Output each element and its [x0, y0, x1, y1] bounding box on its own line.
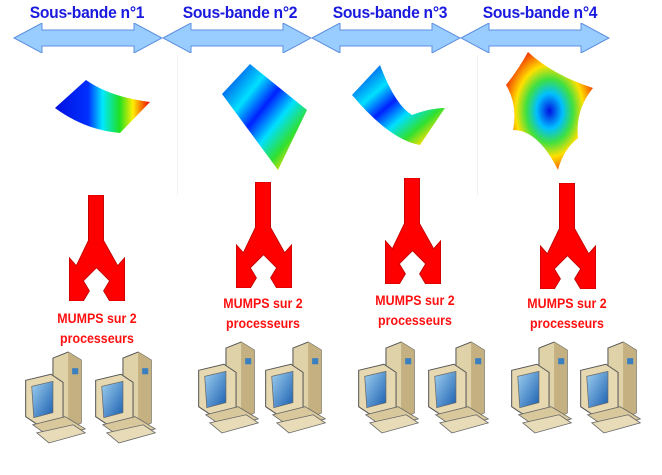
solver-label-line1: MUMPS sur 2: [223, 296, 303, 311]
band-range-arrow-icon: [311, 23, 461, 53]
split-arrow-icon: [385, 178, 441, 284]
solver-label-line1: MUMPS sur 2: [375, 293, 455, 308]
computer-icon: [577, 340, 649, 436]
band-range-arrow-icon: [460, 23, 610, 53]
computer-icon: [355, 340, 427, 436]
computer-icon: [508, 340, 580, 436]
solver-label-line1: MUMPS sur 2: [527, 296, 607, 311]
solver-label-line2: processeurs: [226, 316, 300, 331]
surface-plot-4: [506, 52, 593, 170]
solver-label-line1: MUMPS sur 2: [57, 311, 137, 326]
solver-label-line2: processeurs: [60, 331, 134, 346]
solver-label-line2: processeurs: [378, 313, 452, 328]
band-range-arrow-icon: [13, 23, 163, 53]
surface-plot-3: [352, 65, 445, 145]
computer-icon: [92, 350, 164, 446]
split-arrow-icon: [69, 195, 125, 301]
divider: [177, 55, 178, 195]
split-arrow-icon: [236, 182, 292, 288]
solver-label: MUMPS sur 2 processeurs: [199, 294, 328, 334]
band-title: Sous-bande n°1: [29, 3, 145, 22]
surface-plot-1: [55, 80, 150, 133]
divider: [477, 55, 478, 195]
computer-icon: [22, 350, 94, 446]
solver-label: MUMPS sur 2 processeurs: [503, 294, 632, 334]
band-range-arrow-icon: [162, 23, 312, 53]
solver-label-line2: processeurs: [530, 316, 604, 331]
split-arrow-icon: [540, 183, 596, 289]
solver-label: MUMPS sur 2 processeurs: [351, 291, 480, 331]
band-title: Sous-bande n°3: [332, 3, 448, 22]
solver-label: MUMPS sur 2 processeurs: [33, 309, 162, 349]
computer-icon: [425, 340, 497, 436]
band-title: Sous-bande n°2: [182, 3, 298, 22]
computer-icon: [262, 340, 334, 436]
surface-plot-2: [222, 64, 307, 170]
computer-icon: [195, 340, 267, 436]
band-title: Sous-bande n°4: [482, 3, 598, 22]
